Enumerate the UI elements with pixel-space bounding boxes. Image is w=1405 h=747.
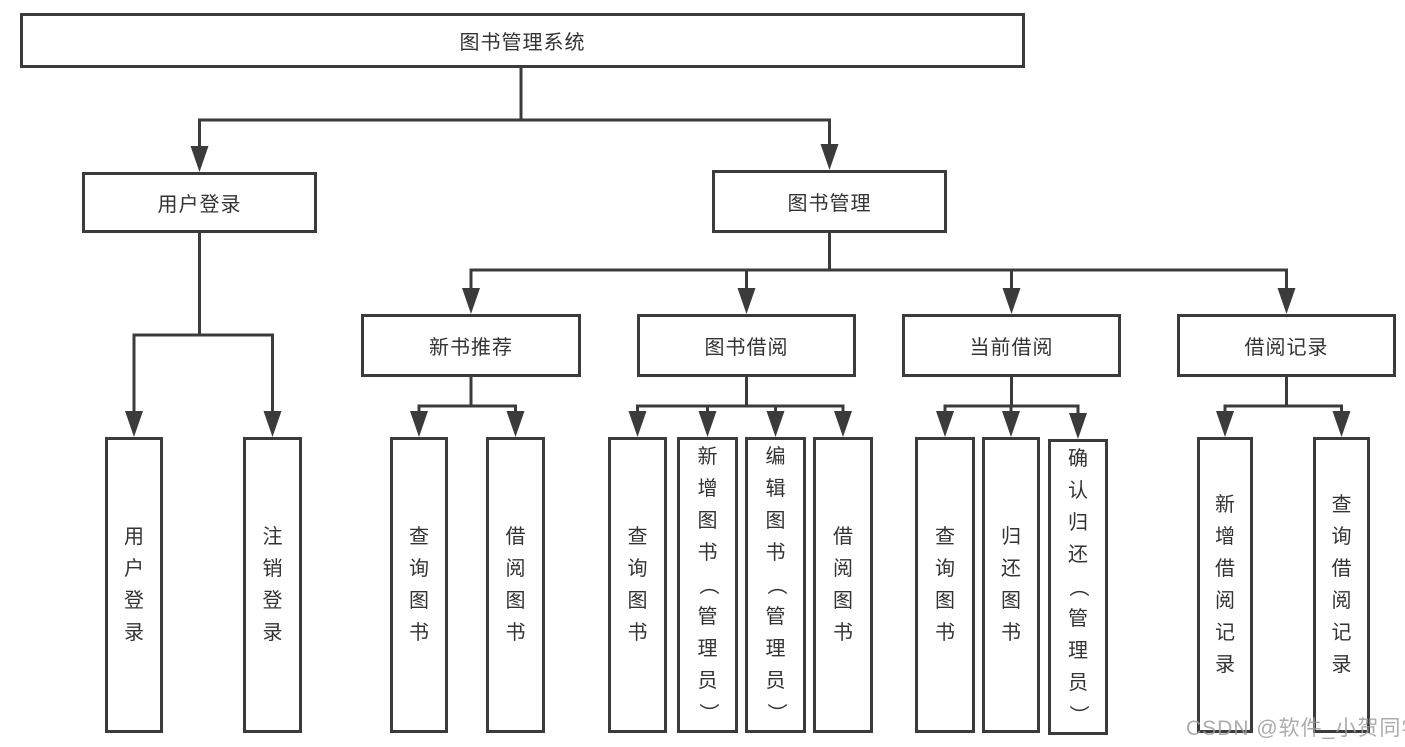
node-book-borrowing: 图书借阅	[637, 314, 856, 377]
leaf-query-books-borrow: 查询图书	[608, 437, 667, 733]
leaf-logout: 注销登录	[243, 437, 302, 733]
node-new-book-recommendation: 新书推荐	[361, 314, 581, 377]
leaf-borrow-books: 借阅图书	[813, 437, 873, 733]
leaf-query-books-recommend: 查询图书	[390, 437, 448, 733]
leaf-borrow-books-recommend: 借阅图书	[486, 437, 545, 733]
leaf-query-books-current: 查询图书	[915, 437, 975, 733]
node-borrowing-records: 借阅记录	[1177, 314, 1396, 377]
leaf-add-borrow-record: 新增借阅记录	[1197, 437, 1253, 733]
leaf-add-books-admin: 新增图书（管理员）	[677, 437, 738, 733]
leaf-user-login: 用户登录	[105, 437, 163, 733]
leaf-return-books: 归还图书	[982, 437, 1040, 733]
csdn-watermark: CSDN @软件_小贺同学	[1186, 717, 1405, 740]
node-book-management: 图书管理	[712, 170, 947, 233]
node-user-login: 用户登录	[82, 172, 317, 233]
node-current-borrowing: 当前借阅	[902, 314, 1121, 377]
node-library-management-system: 图书管理系统	[20, 13, 1025, 68]
leaf-confirm-return-admin: 确认归还（管理员）	[1048, 439, 1108, 735]
leaf-query-borrow-record: 查询借阅记录	[1313, 437, 1370, 733]
leaf-edit-books-admin: 编辑图书（管理员）	[745, 437, 806, 733]
